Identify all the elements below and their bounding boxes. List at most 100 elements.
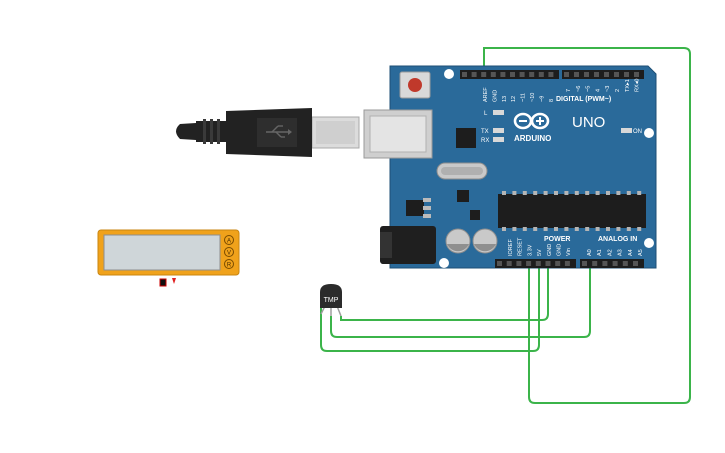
header-pin-hole[interactable] [604,72,609,77]
wire-5v-sensor[interactable] [320,265,540,352]
pin-label: ~6 [576,86,582,92]
usb-plug-metal-inner [316,121,355,144]
multimeter-display [103,234,221,271]
pin-label: ~10 [530,93,536,102]
header-pin-hole[interactable] [564,72,569,77]
header-pin-hole[interactable] [548,72,554,77]
header-pin-hole[interactable] [592,261,598,266]
digital-header-right [562,70,644,79]
pin-label: ~3 [605,86,611,92]
pin-label: GND [492,90,498,102]
mount-hole [444,69,454,79]
temperature-sensor-tmp36[interactable]: TMP [320,284,342,317]
usb-b-port-inner [369,115,427,153]
pin-label: ~9 [539,96,545,102]
wire-a0-sensor[interactable] [330,265,591,338]
pin-label: ~5 [586,86,592,92]
header-pin-hole[interactable] [529,72,535,77]
chip-pin [585,227,590,231]
arduino-logo [513,112,550,130]
reset-button[interactable] [408,78,422,92]
header-pin-hole[interactable] [462,72,467,77]
header-pin-hole[interactable] [582,261,587,266]
led-rx [493,137,504,142]
header-pin-hole[interactable] [538,72,544,77]
header-pin-hole[interactable] [564,261,570,266]
dc-jack-front [380,232,392,258]
header-pin-hole[interactable] [516,261,522,266]
header-pin-hole[interactable] [633,261,638,266]
dc-jack [380,226,436,264]
multimeter[interactable]: A V R [97,229,240,287]
led-l-label: L [484,111,488,117]
pin-label: Vin [566,248,572,256]
header-pin-hole[interactable] [584,72,589,77]
capacitor-band [447,244,469,252]
header-pin-hole[interactable] [602,261,608,266]
mode-r-button[interactable] [224,259,234,269]
header-pin-hole[interactable] [500,72,506,77]
pin-label: A5 [638,249,644,256]
header-pin-hole[interactable] [481,72,487,77]
pin-label: A3 [618,249,624,256]
usb-cable[interactable] [176,108,360,157]
pin-label: IOREF [508,239,514,256]
led-rx-label: RX [481,138,489,144]
chip-pin [564,191,569,195]
mount-hole [644,238,654,248]
chip-pin [554,227,558,231]
header-pin-hole[interactable] [614,72,619,77]
arduino-uno-board[interactable]: L TX RX ARDUINO UNO ON [363,65,657,269]
wire-gnd-sensor[interactable] [340,265,549,321]
header-pin-hole[interactable] [634,72,639,77]
chip-pin [533,191,538,195]
header-pin-hole[interactable] [624,72,629,77]
probe-black[interactable] [159,278,167,287]
header-pin-hole[interactable] [555,261,561,266]
header-pin-hole[interactable] [526,261,532,266]
usb-cable-end [176,123,196,140]
mount-hole [644,128,654,138]
probe-red[interactable] [172,278,176,284]
crystal-inner [441,167,483,175]
header-pin-hole[interactable] [506,261,512,266]
sensor-body [320,284,342,308]
pin-label: 7 [566,89,572,92]
header-pin-hole[interactable] [612,261,618,266]
wire-gnd-loop[interactable] [483,47,691,404]
sensor-label: TMP [324,297,339,304]
mode-v-label: V [227,251,231,257]
capacitor-band [474,244,496,252]
pin-label: 8 [549,99,555,102]
header-pin-hole[interactable] [535,261,541,266]
strain-ring [210,119,213,144]
chip-pin [616,227,621,231]
header-pin-hole[interactable] [574,72,579,77]
mode-v-button[interactable] [224,247,234,257]
header-pin-hole[interactable] [622,261,628,266]
smd-chip [470,210,480,220]
chip-pin [595,191,600,195]
chip-pin [606,227,610,231]
header-pin-hole[interactable] [594,72,599,77]
led-tx-label: TX [481,129,489,135]
header-pin-hole[interactable] [545,261,551,266]
chip-pin [522,191,527,195]
header-pin-hole[interactable] [471,72,477,77]
regulator-pin [423,206,431,210]
chip-pin [574,227,579,231]
pin-label: 5V [537,249,543,256]
header-pin-hole[interactable] [510,72,515,77]
regulator-pin [423,214,431,218]
header-pin-hole[interactable] [490,72,496,77]
chip-pin [616,191,621,195]
usb-chip [456,128,476,148]
led-tx [493,128,504,133]
mode-a-button[interactable] [224,235,234,245]
pin-label: A2 [607,249,613,256]
pin-label: 4 [595,89,601,92]
header-pin-hole[interactable] [497,261,502,266]
pin-label: A1 [597,249,603,256]
header-pin-hole[interactable] [519,72,525,77]
